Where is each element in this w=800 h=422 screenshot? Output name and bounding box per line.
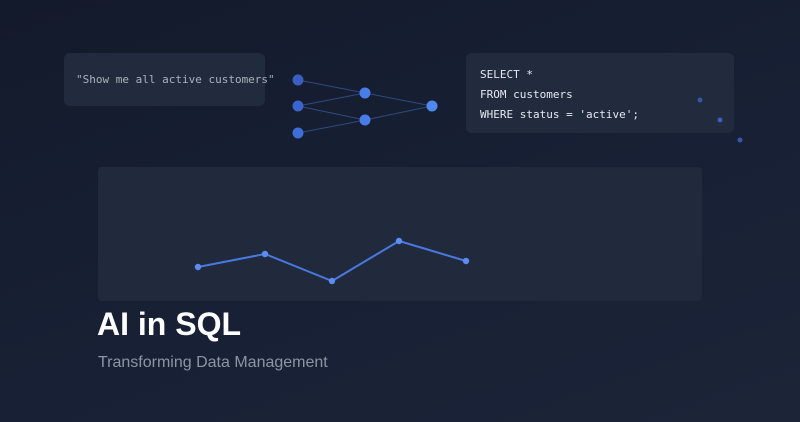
decorative-dot — [717, 117, 723, 123]
natural-language-query-card: "Show me all active customers" — [64, 53, 275, 106]
sql-line-where: WHERE status = 'active'; — [480, 108, 639, 121]
slide-subtitle: Transforming Data Management — [98, 354, 328, 371]
sql-line-select: SELECT * — [480, 68, 533, 81]
slide-title: AI in SQL — [97, 306, 241, 342]
neural-network-icon — [292, 74, 438, 139]
chart-panel — [98, 167, 702, 301]
natural-language-query-text: "Show me all active customers" — [76, 73, 275, 86]
sql-line-from: FROM customers — [480, 88, 573, 101]
line-chart-icon — [194, 237, 470, 285]
sql-code-card: SELECT * FROM customers WHERE status = '… — [466, 53, 734, 133]
decorative-dot — [697, 97, 703, 103]
decorative-dot — [737, 137, 743, 143]
